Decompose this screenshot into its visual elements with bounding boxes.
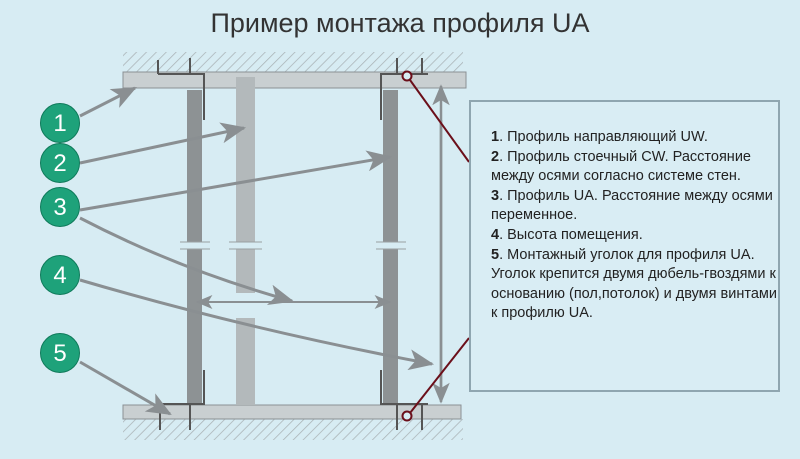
middle-cw-profile-bottom bbox=[236, 318, 255, 405]
legend-item: 3. Профиль UA. Расстояние между осями пе… bbox=[491, 187, 773, 224]
floor-hatch bbox=[123, 419, 463, 440]
legend-item: 2. Профиль стоечный CW. Расстояние между… bbox=[491, 148, 751, 185]
diagram-title: Пример монтажа профиля UA bbox=[210, 8, 590, 38]
break-lines bbox=[180, 241, 406, 250]
legend-item: 4. Высота помещения. bbox=[491, 226, 643, 243]
callout-badge-3: 3 bbox=[40, 187, 80, 227]
legend-item: 1. Профиль направляющий UW. bbox=[491, 129, 708, 145]
mounting-angles bbox=[157, 58, 428, 430]
callout-badge-2: 2 bbox=[40, 143, 80, 183]
legend-box: 1. Профиль направляющий UW. 2. Профиль с… bbox=[469, 100, 780, 392]
bottom-track-uw bbox=[122, 404, 462, 420]
callout-badge-4: 4 bbox=[40, 255, 80, 295]
legend-item: 5. Монтажный уголок для профиля UA. Угол… bbox=[491, 246, 777, 322]
break-marks bbox=[180, 242, 406, 249]
callout-arrows bbox=[79, 86, 435, 416]
callout-badge-5: 5 bbox=[40, 333, 80, 373]
legend-connectors bbox=[401, 70, 470, 422]
middle-cw-profile-top bbox=[236, 77, 255, 293]
callout-badge-1: 1 bbox=[40, 103, 80, 143]
ceiling-hatch bbox=[123, 52, 463, 72]
